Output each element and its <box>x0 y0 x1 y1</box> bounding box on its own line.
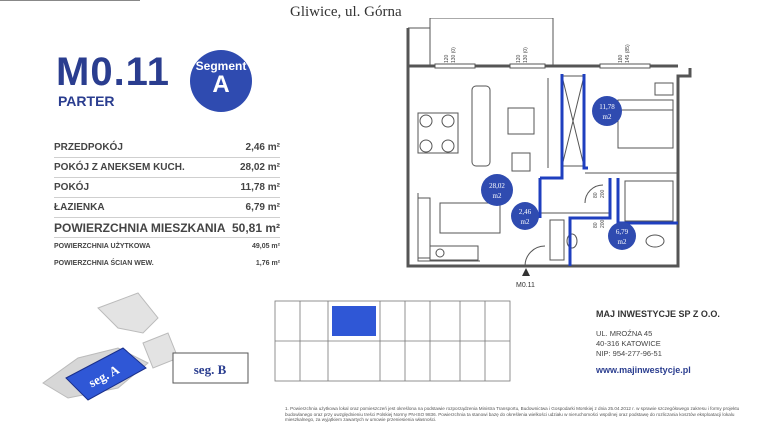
room-name: PRZEDPOKÓJ <box>54 142 123 153</box>
room-row: POKÓJ Z ANEKSEM KUCH. 28,02 m² <box>54 158 280 178</box>
room-name: POKÓJ <box>54 182 90 193</box>
window-dim: 130 (0) <box>523 47 529 63</box>
total-area-name: POWIERZCHNIA MIESZKANIA <box>54 220 226 235</box>
highlight-wall <box>582 74 588 170</box>
hall-area-value: 2,46 <box>519 208 532 216</box>
footnote: 1. Powierzchnia użytkowa lokal oraz pomi… <box>285 406 740 423</box>
toilet <box>566 233 578 249</box>
washbasin <box>645 234 665 248</box>
bath-area-badge <box>608 222 636 250</box>
usable-area-row: POWIERZCHNIA UŻYTKOWA 49,05 m² <box>54 238 280 255</box>
room-row: POKÓJ 11,78 m² <box>54 178 280 198</box>
bathtub <box>624 180 674 222</box>
coffee-table <box>507 107 535 135</box>
wall-area-value: 1,76 m² <box>255 260 280 267</box>
dining-table <box>417 112 459 154</box>
living-area-value: 28,02 <box>489 182 505 190</box>
kitchen-cabinet <box>429 245 479 261</box>
usable-area-value: 49,05 m² <box>251 243 280 250</box>
segment-letter: A <box>212 71 230 98</box>
bedroom-area-value: 11,78 <box>599 103 615 111</box>
room-row: ŁAZIENKA 6,79 m² <box>54 198 280 218</box>
usable-area-name: POWIERZCHNIA UŻYTKOWA <box>54 243 151 250</box>
window-dim: 130 (0) <box>451 47 457 63</box>
company-website-link[interactable]: www.majinwestycje.pl <box>596 365 691 375</box>
hall-area-badge <box>511 202 539 230</box>
outer-wall <box>406 28 692 268</box>
total-area-value: 50,81 m² <box>231 220 280 235</box>
door-dim: 200 <box>600 219 606 228</box>
entrance-door <box>524 245 546 267</box>
armchair <box>511 152 531 172</box>
company-nip: NIP: 954-277-96-51 <box>596 349 662 358</box>
segment-b-label: seg. B <box>194 362 227 377</box>
room-area: 2,46 m² <box>245 142 280 153</box>
nightstand <box>654 82 674 96</box>
compass-arrow-icon <box>522 268 530 276</box>
chair <box>441 114 455 128</box>
wardrobe-cross <box>561 75 585 167</box>
segment-badge: Segment A <box>190 50 252 112</box>
highlight-wall <box>616 178 678 225</box>
bath-area-value: 6,79 <box>616 228 629 236</box>
sink <box>435 248 445 258</box>
company-name: MAJ INWESTYCJE SP Z O.O. <box>596 309 720 319</box>
window-dim: 120 <box>516 54 522 63</box>
door-dim: 80 <box>593 192 599 198</box>
segment-label: Segment <box>195 59 247 73</box>
window <box>509 63 546 69</box>
window-dim: 180 <box>618 54 624 63</box>
company-info: MAJ INWESTYCJE SP Z O.O. UL. MROŹNA 45 4… <box>596 309 746 375</box>
room-area: 6,79 m² <box>245 202 280 213</box>
highlight-wall <box>540 74 564 180</box>
living-area-badge <box>481 174 513 206</box>
wall-area-name: POWIERZCHNIA ŚCIAN WEW. <box>54 260 154 267</box>
door-dim: 80 <box>593 222 599 228</box>
location-title: Gliwice, ul. Górna <box>290 4 402 20</box>
chair <box>441 139 455 153</box>
total-area-row: POWIERZCHNIA MIESZKANIA 50,81 m² <box>54 218 280 238</box>
hall-wardrobe <box>549 219 565 261</box>
floor-label: PARTER <box>58 93 115 109</box>
apartment-code: M0.11 <box>56 50 170 94</box>
window-dim: 120 <box>444 54 450 63</box>
room-name: POKÓJ Z ANEKSEM KUCH. <box>54 162 185 173</box>
room-row: PRZEDPOKÓJ 2,46 m² <box>54 138 280 158</box>
door-dim: 200 <box>600 189 606 198</box>
key-plan <box>274 300 511 382</box>
segment-a-building <box>65 347 147 401</box>
site-plan: seg. A seg. B <box>42 292 249 401</box>
segment-b-building <box>172 352 249 384</box>
key-plan-apartment-highlight <box>332 306 376 336</box>
wall-area-row: POWIERZCHNIA ŚCIAN WEW. 1,76 m² <box>54 255 280 272</box>
window <box>434 63 476 69</box>
bedroom-door <box>584 184 604 204</box>
highlight-wall <box>568 178 612 266</box>
hall-area-unit: m2 <box>521 218 530 226</box>
room-area: 28,02 m² <box>239 162 280 173</box>
company-city: 40-316 KATOWICE <box>596 339 661 348</box>
bath-area-unit: m2 <box>618 238 627 246</box>
window-dim: 145 (85) <box>625 44 631 63</box>
bedroom-area-unit: m2 <box>603 113 612 121</box>
company-street: UL. MROŹNA 45 <box>596 329 653 338</box>
compass-label: M0.11 <box>516 282 535 289</box>
room-name: ŁAZIENKA <box>54 202 105 213</box>
neighbor-building <box>97 292 159 334</box>
floor-plan: 120 130 (0) 120 130 (0) 180 145 (85) 80 … <box>406 18 692 276</box>
bedroom-area-badge <box>592 96 622 126</box>
room-area: 11,78 m² <box>240 182 280 193</box>
chair <box>419 139 433 153</box>
room-area-table: PRZEDPOKÓJ 2,46 m² POKÓJ Z ANEKSEM KUCH.… <box>54 138 280 272</box>
kitchen-island <box>439 202 501 234</box>
living-area-unit: m2 <box>493 192 502 200</box>
bed <box>617 99 674 149</box>
window <box>599 63 651 69</box>
kitchen-cabinet <box>417 197 431 259</box>
chair <box>419 114 433 128</box>
header-rule <box>0 0 140 1</box>
sofa <box>471 85 491 167</box>
